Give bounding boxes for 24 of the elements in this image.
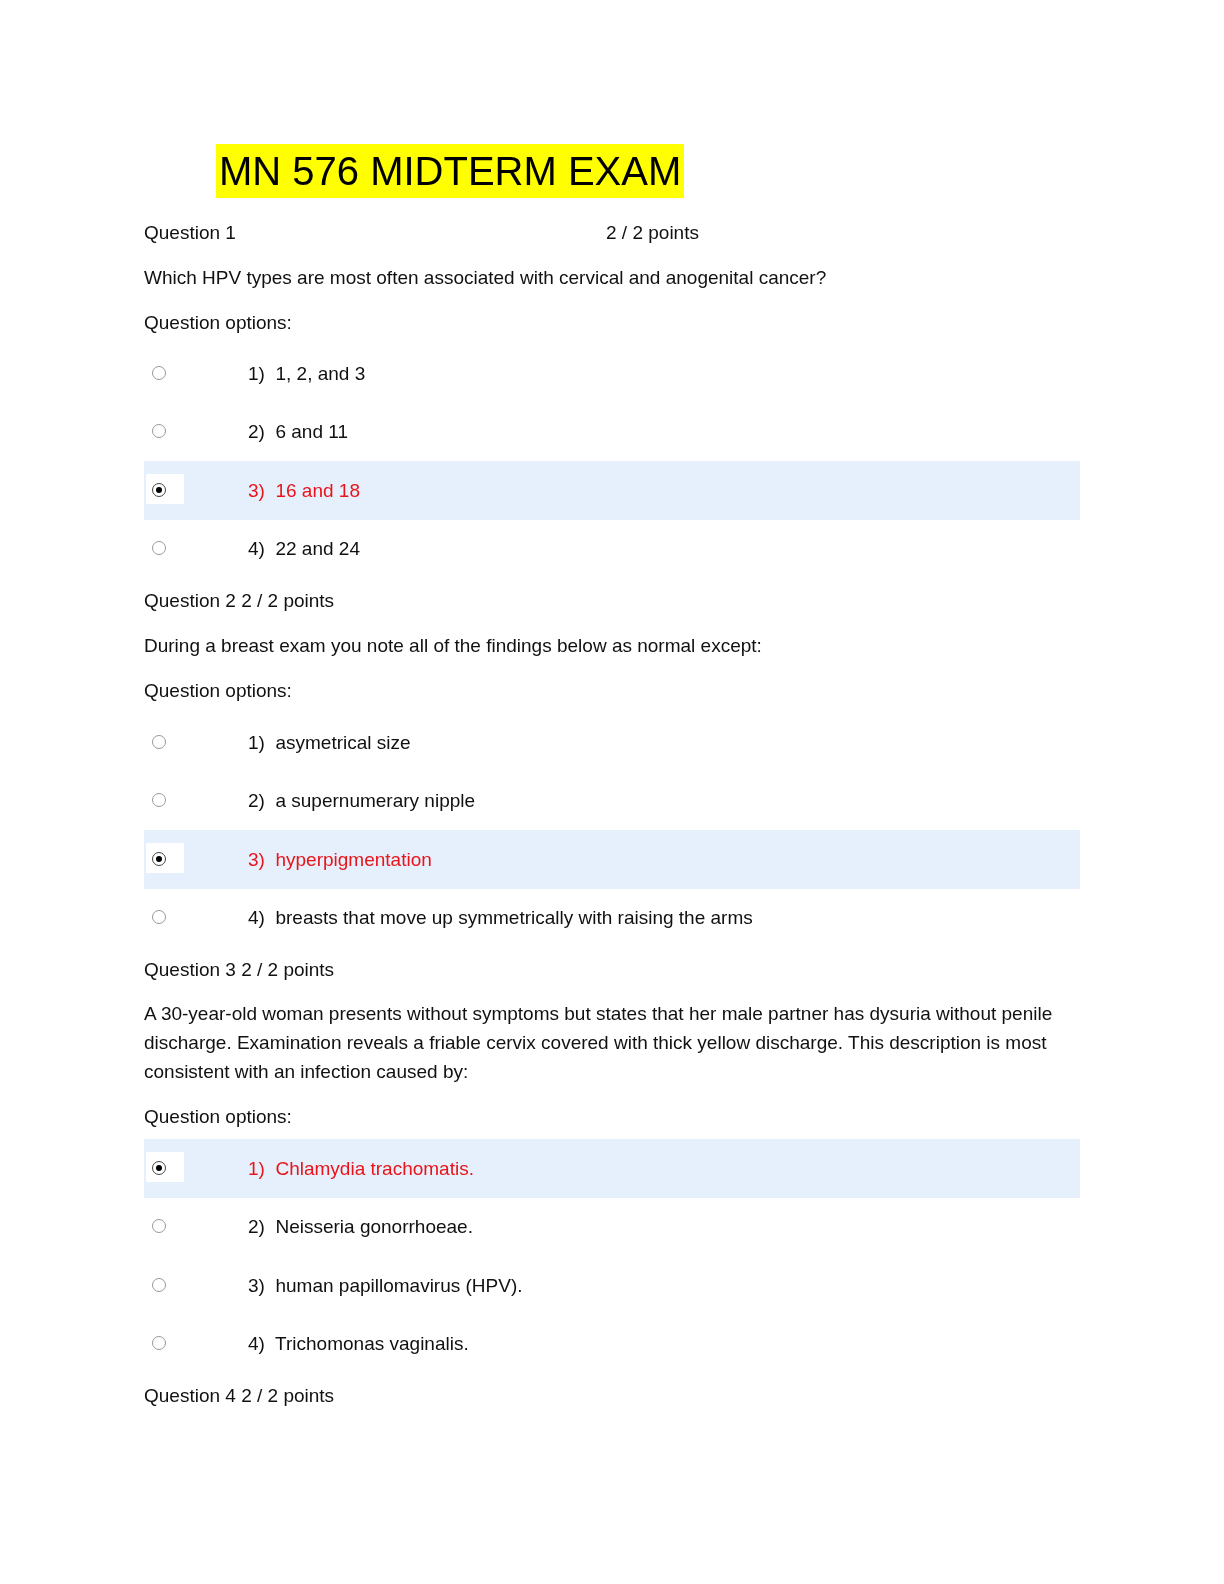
answer-option: 4) breasts that move up symmetrically with raising the arms — [248, 903, 753, 932]
answer-option: 4) 22 and 24 — [248, 534, 360, 563]
answer-option: 2) Neisseria gonorrhoeae. — [248, 1212, 473, 1241]
question-heading: Question 2 2 / 2 points — [144, 589, 335, 613]
question-heading: Question 1 — [144, 221, 236, 245]
answer-option: 3) 16 and 18 — [248, 476, 360, 505]
question-text: A 30-year-old woman presents without symptoms but states that her male partner has dysuria without penile discharge. Examination reveals a friable cervix covered with thick yellow discharge. This description is most consistent with an infection caused by: — [144, 1002, 1054, 1084]
answer-option: 3) hyperpigmentation — [248, 845, 432, 874]
page-title: MN 576 MIDTERM EXAM — [216, 144, 685, 198]
points-score: 2 / 2 points — [606, 221, 699, 245]
answer-option: 1) asymetrical size — [248, 728, 411, 757]
question-heading: Question 3 2 / 2 points — [144, 958, 335, 982]
question-heading: Question 4 2 / 2 points — [144, 1384, 335, 1408]
answer-option: 2) 6 and 11 — [248, 417, 348, 446]
options-label: Question options: — [144, 679, 292, 703]
question-text: During a breast exam you note all of the findings below as normal except: — [144, 634, 762, 658]
options-label: Question options: — [144, 311, 292, 335]
answer-option: 1) 1, 2, and 3 — [248, 359, 366, 388]
answer-option: 4) Trichomonas vaginalis. — [248, 1329, 469, 1358]
options-label: Question options: — [144, 1105, 292, 1129]
answer-option: 2) a supernumerary nipple — [248, 786, 476, 815]
answer-option: 1) Chlamydia trachomatis. — [248, 1154, 474, 1183]
question-text: Which HPV types are most often associated with cervical and anogenital cancer? — [144, 266, 827, 290]
answer-option: 3) human papillomavirus (HPV). — [248, 1271, 523, 1300]
